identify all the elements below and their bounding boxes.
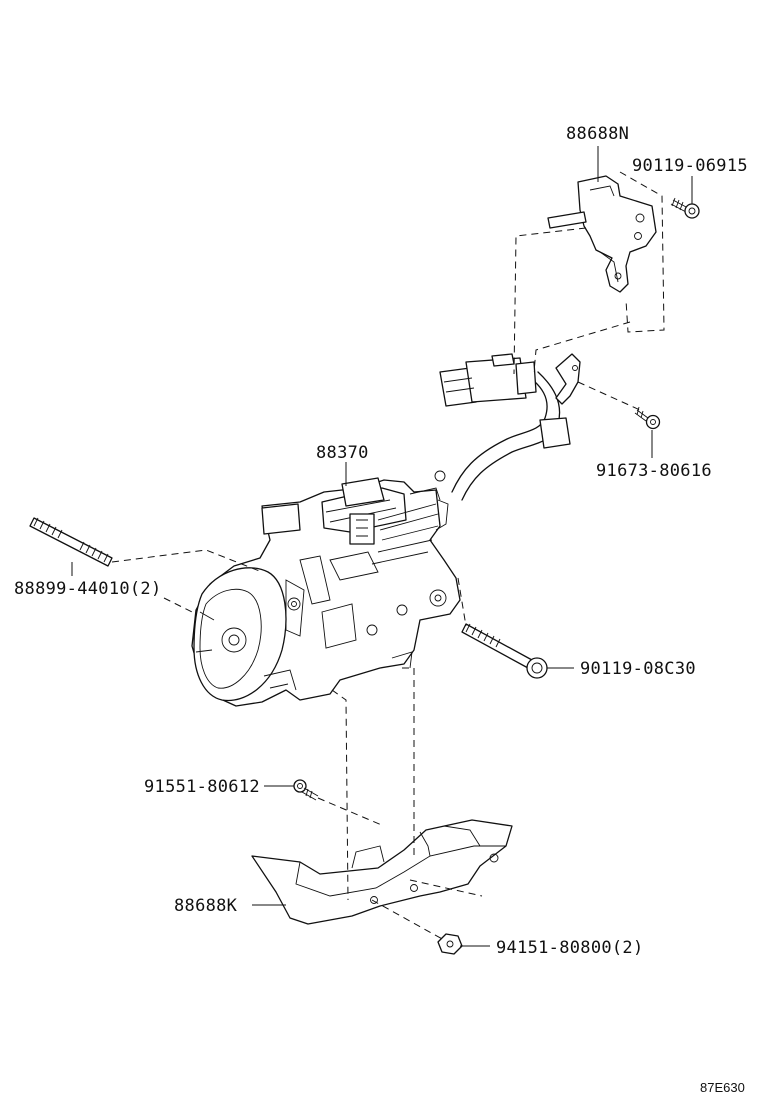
- label-88688N[interactable]: 88688N: [566, 124, 629, 144]
- label-91673-80616[interactable]: 91673-80616: [596, 461, 712, 481]
- label-88899-44010[interactable]: 88899-44010(2): [14, 579, 162, 599]
- label-88688K[interactable]: 88688K: [174, 896, 238, 916]
- label-94151-80800[interactable]: 94151-80800(2): [496, 938, 644, 958]
- nut-94151-80800[interactable]: [437, 933, 463, 955]
- bracket-88688N[interactable]: [547, 175, 657, 293]
- leader-lines: [71, 146, 693, 947]
- wire-harness[interactable]: [439, 353, 581, 501]
- bolt-90119-08C30[interactable]: [461, 623, 548, 679]
- bolt-91551-80612[interactable]: [293, 779, 319, 801]
- bolt-91673-80616[interactable]: [634, 406, 661, 430]
- stud-88899-44010[interactable]: [29, 517, 113, 567]
- label-90119-06915[interactable]: 90119-06915: [632, 156, 748, 176]
- label-90119-08C30[interactable]: 90119-08C30: [580, 659, 696, 679]
- bolt-90119-06915[interactable]: [670, 197, 700, 219]
- label-88370[interactable]: 88370: [316, 443, 369, 463]
- figure-code: 87E630: [700, 1080, 745, 1095]
- assembly-lines: [111, 171, 665, 941]
- label-91551-80612[interactable]: 91551-80612: [144, 777, 260, 797]
- compressor-88370[interactable]: [191, 470, 461, 707]
- bracket-88688K[interactable]: [251, 819, 513, 925]
